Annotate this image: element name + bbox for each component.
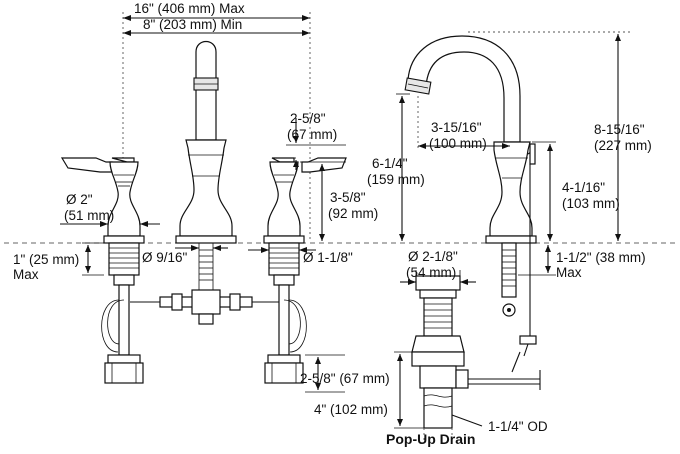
spout-side-view xyxy=(404,35,537,373)
overall-height-in-label: 8-15/16" xyxy=(594,122,645,137)
spout-body-mm-label: (103 mm) xyxy=(562,196,620,211)
hole-1-1-8-label: Ø 1-1/8" xyxy=(303,250,353,265)
deck-thick-right-max: Max xyxy=(556,265,582,280)
deck-thick-left-label: 1" (25 mm) xyxy=(13,252,79,267)
hole-9-16-dimension xyxy=(175,245,228,251)
hole-1-1-8-dimension xyxy=(248,247,316,253)
handle-body-dimension xyxy=(300,161,346,241)
handle-height-mm-label: (67 mm) xyxy=(287,127,337,142)
handle-body-mm-label: (92 mm) xyxy=(328,206,378,221)
overall-height-mm-label: (227 mm) xyxy=(594,138,652,153)
shank-length-label: 2-5/8" (67 mm) xyxy=(300,371,390,386)
deck-thick-right-label: 1-1/2" (38 mm) xyxy=(556,250,646,265)
handle-body-in-label: 3-5/8" xyxy=(330,190,366,205)
spout-reach-mm-label: (100 mm) xyxy=(429,136,487,151)
drain-length-dimension xyxy=(394,351,424,429)
shank-length-dimension xyxy=(305,354,345,393)
drain-dia-in-label: Ø 2-1/8" xyxy=(408,249,458,264)
deck-thick-left-max: Max xyxy=(13,267,39,282)
spout-body-in-label: 4-1/16" xyxy=(562,180,605,195)
popup-drain xyxy=(411,275,541,440)
spread-min-label: 8" (203 mm) Min xyxy=(143,17,242,32)
spread-max-label: 16" (406 mm) Max xyxy=(134,1,245,16)
center-spout-front xyxy=(130,40,281,325)
deck-thickness-right-dimension xyxy=(518,245,556,276)
spout-reach-dimension xyxy=(417,96,510,149)
drain-dia-mm-label: (54 mm) xyxy=(406,265,456,280)
left-handle xyxy=(60,157,145,384)
right-handle xyxy=(263,157,347,384)
base-dia-mm-label: (51 mm) xyxy=(64,208,114,223)
spout-height-dimension xyxy=(396,93,410,241)
handle-height-in-label: 2-5/8" xyxy=(290,111,326,126)
handle-height-dimension xyxy=(280,118,346,170)
drain-dia-dimension xyxy=(400,270,476,285)
tailpiece-od-label: 1-1/4" OD xyxy=(488,419,548,434)
base-diameter-dimension xyxy=(60,221,160,227)
spout-height-in-label: 6-1/4" xyxy=(372,156,408,171)
deck-thickness-left-dimension xyxy=(82,242,104,276)
spout-height-mm-label: (159 mm) xyxy=(367,172,425,187)
od-leader xyxy=(451,414,483,427)
base-dia-in-label: Ø 2" xyxy=(66,192,93,207)
spout-reach-in-label: 3-15/16" xyxy=(431,120,482,135)
hole-9-16-label: Ø 9/16" xyxy=(142,250,188,265)
popup-drain-caption: Pop-Up Drain xyxy=(386,431,475,447)
overall-height-dimension xyxy=(468,31,630,241)
spout-body-dimension xyxy=(532,141,556,241)
drain-length-label: 4" (102 mm) xyxy=(314,402,388,417)
